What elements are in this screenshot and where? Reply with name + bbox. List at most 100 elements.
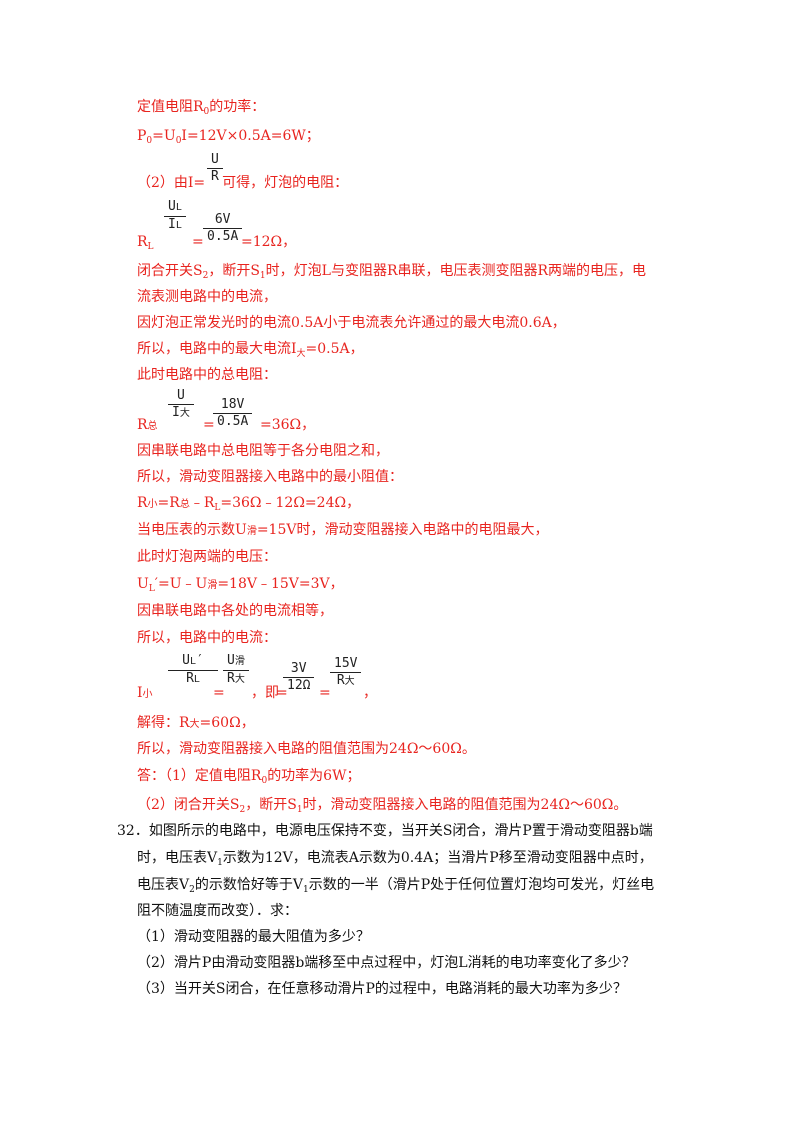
ohm-law-fraction: U R [207, 153, 223, 184]
text: =R [157, 495, 180, 511]
text: R [137, 495, 148, 511]
solution-line-12: 所以，滑动变阻器接入电路中的最小阻值： [137, 469, 403, 485]
denominator: 0.5A [207, 229, 239, 244]
subscript: 1 [259, 271, 266, 281]
numerator: 15V [334, 656, 358, 671]
text: =U [152, 128, 176, 144]
question-32-line-4: 阻不随温度而改变）．求： [137, 903, 298, 919]
subscript: 总 [147, 421, 158, 432]
fraction-bar [207, 168, 223, 169]
question-32-line-3: 电压表V2的示数恰好等于V1示数的一半（滑片P处于任何位置灯泡均可发光，灯丝电 [137, 876, 654, 896]
denominator: 12Ω [287, 678, 311, 693]
text: I [137, 685, 143, 701]
fraction-bar [283, 677, 315, 678]
text: ，断开S [208, 263, 260, 279]
text: 的示数恰好等于V [194, 877, 303, 893]
subscript: L [175, 220, 182, 231]
denominator: I [172, 405, 180, 420]
solution-line-23: （2）闭合开关S2，断开S1时，滑动变阻器接入电路的阻值范围为24Ω～60Ω。 [137, 796, 627, 816]
subscript: 0 [146, 136, 153, 146]
subscript: 总 [179, 499, 190, 510]
solution-line-22: 答：（1）定值电阻R0的功率为6W； [137, 767, 360, 787]
text: 时，电压表V [137, 850, 218, 866]
numerator: U [227, 653, 235, 668]
text: ′=U﹣U [154, 576, 208, 592]
fraction-bar [164, 216, 186, 217]
subscript: 大 [189, 719, 200, 730]
text: 的功率为6W； [267, 768, 361, 784]
subscript: 滑 [207, 580, 218, 591]
solution-line-7: 因灯泡正常发光时的电流0.5A小于电流表允许通过的最大电流0.6A， [137, 315, 566, 331]
solution-line-13: R小=R总﹣RL=36Ω﹣12Ω=24Ω， [137, 494, 360, 514]
subscript: 2 [202, 271, 209, 281]
fraction-bar [168, 670, 218, 671]
current-fraction-3: 3V 12Ω [283, 662, 315, 693]
numerator: U [168, 199, 176, 214]
question-32-line-1: 32．如图所示的电路中，电源电压保持不变，当开关S闭合，滑片P置于滑动变阻器b端 [117, 823, 653, 839]
numerator: 18V [220, 397, 245, 412]
text: （2）闭合开关S [137, 797, 240, 813]
text: U [137, 576, 149, 592]
text: 所以，电路中的最大电流I [137, 341, 297, 357]
denominator: I [168, 217, 176, 232]
numerator: U [211, 152, 219, 167]
rl-fraction-1: UL IL [164, 200, 186, 233]
solution-line-14: 当电压表的示数U滑=15V时，滑动变阻器接入电路中的电阻最大， [137, 521, 548, 541]
solution-line-8: 所以，电路中的最大电流I大=0.5A， [137, 340, 364, 360]
subscript: 1 [296, 805, 303, 815]
solution-line-21: 所以，滑动变阻器接入电路的阻值范围为24Ω～60Ω。 [137, 741, 476, 757]
text: ， [363, 685, 377, 701]
question-32-sub-3: （3）当开关S闭合，在任意移动滑片P的过程中，电路消耗的最大功率为多少？ [137, 981, 627, 997]
text: =60Ω， [199, 715, 255, 731]
solution-line-6: 流表测电路中的电流， [137, 289, 277, 305]
text: 的功率： [209, 99, 266, 115]
subscript: 小 [142, 689, 153, 700]
numerator: U [182, 653, 190, 668]
subscript: L [175, 202, 182, 213]
subscript: 1 [302, 885, 309, 895]
text: = [213, 685, 225, 701]
text: 定值电阻R [137, 99, 204, 115]
subscript: 0 [261, 776, 268, 786]
text: 答：（1）定值电阻R [137, 768, 262, 784]
solution-line-16: UL′=U﹣U滑=18V﹣15V=3V， [137, 575, 344, 595]
solution-line-1: 定值电阻R0的功率： [137, 98, 265, 118]
subscript: L [193, 674, 200, 685]
text: 电压表V [137, 877, 190, 893]
solution-line-5: 闭合开关S2，断开S1时，灯泡L与变阻器R串联，电压表测变阻器R两端的电压，电 [137, 262, 646, 282]
question-32-line-2: 时，电压表V1示数为12V，电流表A示数为0.4A；当滑片P移至滑动变阻器中点时… [137, 849, 653, 869]
rt-fraction-1: U I大 [168, 389, 194, 421]
numerator: U [177, 388, 185, 403]
text: 当电压表的示数U [137, 522, 247, 538]
text: =36Ω， [260, 417, 316, 433]
solution-line-11: 因串联电路中总电阻等于各分电阻之和， [137, 443, 389, 459]
fraction-bar [168, 404, 194, 405]
text: = [192, 234, 204, 250]
text: 解得：R [137, 715, 190, 731]
text: ﹣R [189, 495, 215, 511]
question-32-sub-1: （1）滑动变阻器的最大阻值为多少？ [137, 929, 370, 945]
subscript: 2 [189, 885, 195, 895]
subscript: 大 [234, 674, 245, 685]
text: 时，滑动变阻器接入电路的阻值范围为24Ω～60Ω。 [302, 797, 628, 813]
text: = [276, 685, 288, 701]
text: ，断开S [245, 797, 297, 813]
text: = [203, 417, 215, 433]
text: R [137, 234, 148, 250]
fraction-bar [203, 228, 243, 229]
solution-line-20: 解得：R大=60Ω， [137, 714, 255, 734]
subscript: 大 [296, 349, 306, 359]
subscript: L [147, 242, 154, 252]
text: =15V时，滑动变阻器接入电路中的电阻最大， [256, 522, 549, 538]
text: 示数的一半（滑片P处于任何位置灯泡均可发光，灯丝电 [308, 877, 655, 893]
text: 可得，灯泡的电阻： [222, 175, 349, 191]
subscript: L [214, 503, 221, 513]
solution-line-19: I小==，即=， [137, 684, 377, 704]
text: =12Ω， [241, 234, 297, 250]
subscript: 滑 [234, 656, 245, 667]
current-fraction-4: 15V R大 [330, 656, 362, 689]
text: 时，灯泡L与变阻器R串联，电压表测变阻器R两端的电压，电 [265, 263, 647, 279]
fraction-bar [330, 672, 362, 673]
subscript: 1 [217, 858, 223, 868]
subscript: 2 [239, 805, 246, 815]
